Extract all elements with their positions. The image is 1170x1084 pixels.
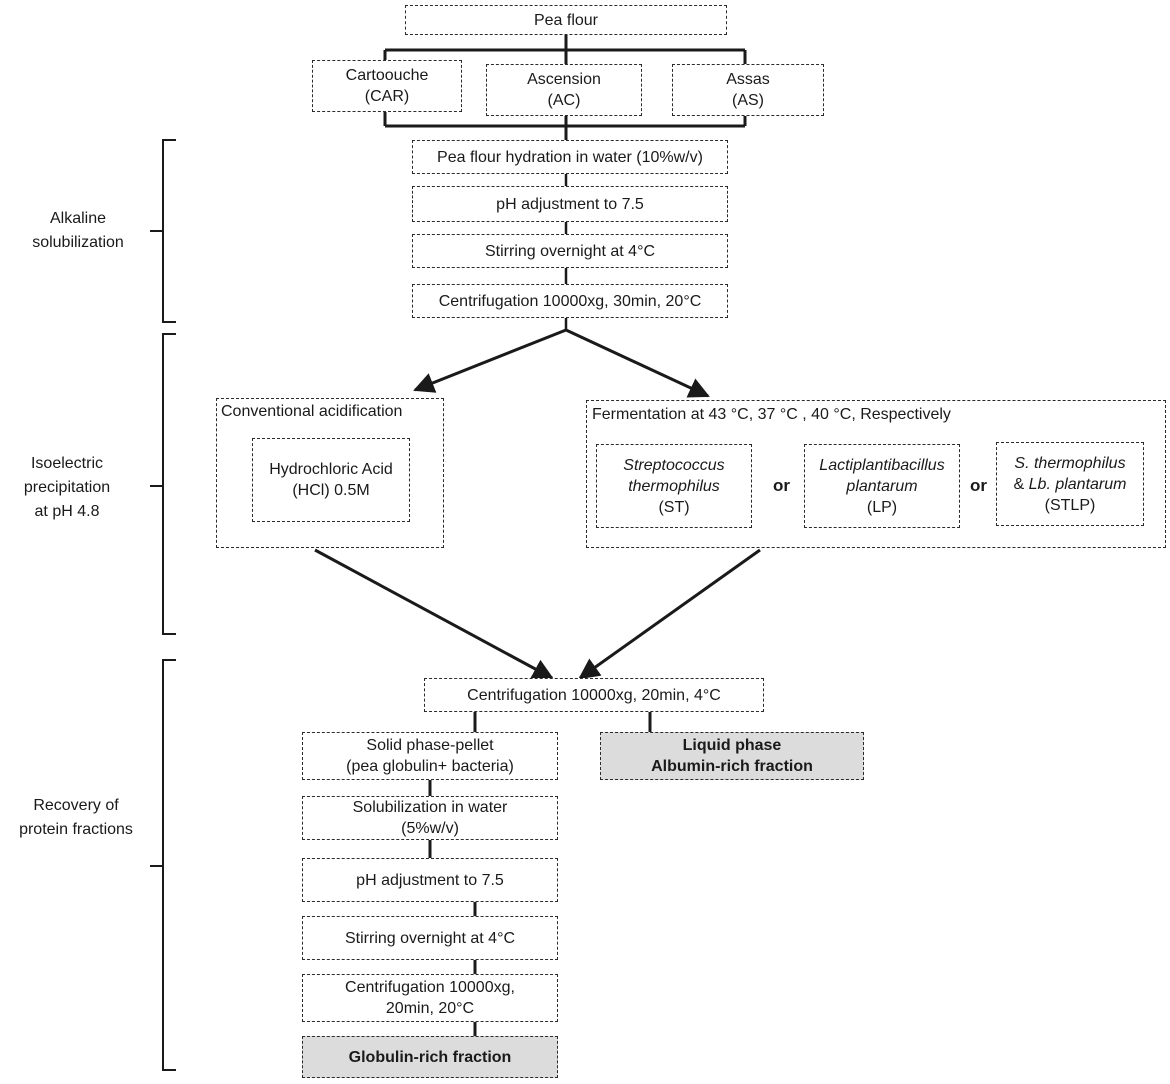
or-label-2: or xyxy=(970,476,987,495)
solubilization-line-1: Solubilization in water xyxy=(352,799,508,816)
solid-phase-line-1: Solid phase-pellet xyxy=(366,737,494,754)
variety-car-name: Cartoouche xyxy=(345,67,429,84)
recovery-stirring-label: Stirring overnight at 4°C xyxy=(344,929,516,947)
liquid-phase-box: Liquid phase Albumin-rich fraction xyxy=(600,732,864,780)
strain-stlp-line-1: S. thermophilus xyxy=(1014,454,1126,472)
variety-as-box: Assas (AS) xyxy=(672,64,824,116)
strain-lp-box: Lactiplantibacillus plantarum (LP) xyxy=(804,444,960,528)
solubilization-line-2: (5%w/v) xyxy=(401,820,459,837)
stage-alkaline-line-2: solubilization xyxy=(32,234,124,251)
or-label-1: or xyxy=(773,476,790,495)
conventional-acidification-group: Conventional acidification xyxy=(216,398,444,548)
stage-recovery-line-2: protein fractions xyxy=(19,821,133,838)
stirring-step-label: Stirring overnight at 4°C xyxy=(484,242,656,260)
arrow-to-conventional xyxy=(413,328,567,393)
recovery-centrifugation-box: Centrifugation 10000xg, 20min, 20°C xyxy=(302,974,558,1022)
liquid-phase-line-2: Albumin-rich fraction xyxy=(651,758,813,775)
recovery-ph-label: pH adjustment to 7.5 xyxy=(356,871,504,889)
bracket-recovery xyxy=(150,659,176,1071)
pea-flour-box: Pea flour xyxy=(405,5,727,35)
stage-isoelectric-line-1: Isoelectric xyxy=(30,455,104,472)
stage-alkaline-label: Alkaline solubilization xyxy=(12,207,144,255)
centrifugation-2-label: Centrifugation 10000xg, 20min, 4°C xyxy=(467,686,721,704)
variety-as-name: Assas xyxy=(726,71,770,88)
recovery-ph-box: pH adjustment to 7.5 xyxy=(302,858,558,902)
hcl-line-1: Hydrochloric Acid xyxy=(269,461,393,478)
arrow-to-fermentation xyxy=(565,328,710,398)
ph-adjust-step-box: pH adjustment to 7.5 xyxy=(412,186,728,222)
strain-lp-line-2: plantarum xyxy=(846,477,918,495)
conventional-acidification-title: Conventional acidification xyxy=(221,403,403,420)
globulin-fraction-label: Globulin-rich fraction xyxy=(348,1048,512,1066)
globulin-fraction-box: Globulin-rich fraction xyxy=(302,1036,558,1078)
recovery-centrifugation-line-2: 20min, 20°C xyxy=(385,1000,475,1017)
strain-st-line-1: Streptococcus xyxy=(623,456,725,474)
stage-isoelectric-line-2: precipitation xyxy=(23,479,111,496)
strain-lp-code: (LP) xyxy=(866,498,898,516)
strain-stlp-box: S. thermophilus & Lb. plantarum (STLP) xyxy=(996,442,1144,526)
fermentation-group: Fermentation at 43 °C, 37 °C , 40 °C, Re… xyxy=(586,400,1166,548)
variety-ac-code: (AC) xyxy=(547,92,581,109)
recovery-stirring-box: Stirring overnight at 4°C xyxy=(302,916,558,960)
strain-stlp-code: (STLP) xyxy=(1044,496,1096,514)
bracket-isoelectric xyxy=(150,333,176,635)
stage-recovery-label: Recovery of protein fractions xyxy=(6,794,146,842)
stage-isoelectric-line-3: at pH 4.8 xyxy=(34,503,100,520)
variety-car-box: Cartoouche (CAR) xyxy=(312,60,462,112)
centrifugation-step-label: Centrifugation 10000xg, 30min, 20°C xyxy=(438,292,702,310)
strain-lp-line-1: Lactiplantibacillus xyxy=(819,456,945,474)
strain-stlp-line-2: & Lb. plantarum xyxy=(1014,474,1127,495)
hcl-box: Hydrochloric Acid (HCl) 0.5M xyxy=(252,438,410,522)
strain-stlp-line-2-name: Lb. plantarum xyxy=(1028,475,1127,493)
pea-flour-label: Pea flour xyxy=(533,11,599,29)
arrow-fermentation-to-centrifugation xyxy=(578,548,761,680)
strain-st-code: (ST) xyxy=(658,498,690,516)
centrifugation-2-box: Centrifugation 10000xg, 20min, 4°C xyxy=(424,678,764,712)
strain-st-line-2: thermophilus xyxy=(628,477,720,495)
hydration-step-box: Pea flour hydration in water (10%w/v) xyxy=(412,140,728,174)
bracket-alkaline xyxy=(150,139,176,323)
solid-phase-box: Solid phase-pellet (pea globulin+ bacter… xyxy=(302,732,558,780)
arrow-conventional-to-centrifugation xyxy=(314,548,554,680)
variety-ac-name: Ascension xyxy=(527,71,601,88)
hcl-line-2: (HCl) 0.5M xyxy=(292,482,370,499)
centrifugation-step-box: Centrifugation 10000xg, 30min, 20°C xyxy=(412,284,728,318)
liquid-phase-line-1: Liquid phase xyxy=(682,737,782,754)
strain-stlp-ampersand: & xyxy=(1013,475,1029,493)
variety-car-code: (CAR) xyxy=(364,88,410,105)
variety-ac-box: Ascension (AC) xyxy=(486,64,642,116)
stage-alkaline-line-1: Alkaline xyxy=(49,210,107,227)
stirring-step-box: Stirring overnight at 4°C xyxy=(412,234,728,268)
strain-st-box: Streptococcus thermophilus (ST) xyxy=(596,444,752,528)
recovery-centrifugation-line-1: Centrifugation 10000xg, xyxy=(345,979,515,996)
fermentation-title: Fermentation at 43 °C, 37 °C , 40 °C, Re… xyxy=(592,406,951,423)
variety-as-code: (AS) xyxy=(732,92,764,109)
ph-adjust-step-label: pH adjustment to 7.5 xyxy=(496,195,644,213)
hydration-step-label: Pea flour hydration in water (10%w/v) xyxy=(437,148,703,166)
solubilization-box: Solubilization in water (5%w/v) xyxy=(302,796,558,840)
solid-phase-line-2: (pea globulin+ bacteria) xyxy=(346,758,514,775)
stage-recovery-line-1: Recovery of xyxy=(33,797,119,814)
stage-isoelectric-label: Isoelectric precipitation at pH 4.8 xyxy=(4,452,130,524)
